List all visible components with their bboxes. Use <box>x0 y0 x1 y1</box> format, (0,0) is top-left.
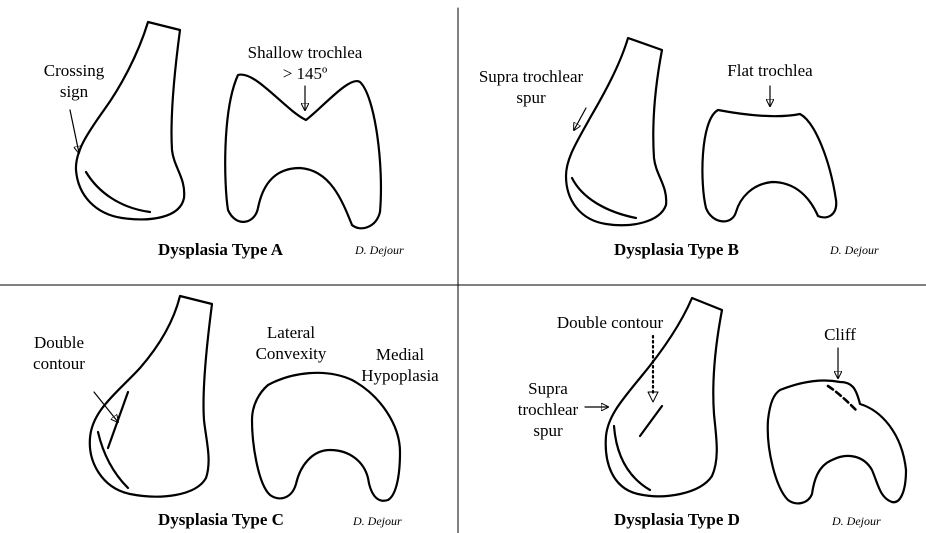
panel-d-condyle-line <box>614 426 650 490</box>
panel-b-trochlea-outline <box>702 110 836 221</box>
panel-d-double-contour <box>640 406 662 436</box>
panel-d-title: Dysplasia Type D <box>614 510 740 530</box>
panel-b-flat-trochlea-label: Flat trochlea <box>710 60 830 81</box>
panel-a-crossing-sign-label: Crossing sign <box>34 60 114 102</box>
panel-a-trochlea-outline <box>225 75 381 229</box>
panel-c-lateral-convexity-label: Lateral Convexity <box>246 322 336 364</box>
panel-d-supra-spur-label: Supra trochlear spur <box>508 378 588 441</box>
panel-c-trochlea-outline <box>252 373 400 501</box>
panel-a-crossing-arrow <box>70 110 79 153</box>
panel-c-condyle-line <box>98 432 128 488</box>
panel-a-shallow-trochlea-label: Shallow trochlea > 145º <box>230 42 380 84</box>
panel-c-lateral-femur <box>90 296 212 497</box>
panel-c-double-contour-arrow <box>94 392 118 422</box>
panel-c-credit: D. Dejour <box>353 514 402 529</box>
panel-a-title: Dysplasia Type A <box>158 240 283 260</box>
panel-d-trochlea-outline <box>768 380 906 503</box>
panel-a-credit: D. Dejour <box>355 243 404 258</box>
panel-d-cliff-label: Cliff <box>810 324 870 345</box>
panel-d-credit: D. Dejour <box>832 514 881 529</box>
panel-c-double-contour-label: Double contour <box>24 332 94 374</box>
panel-c-medial-hypoplasia-label: Medial Hypoplasia <box>355 344 445 386</box>
panel-b-supra-spur-label: Supra trochlear spur <box>466 66 596 108</box>
panel-d-double-contour-label: Double contour <box>540 312 680 333</box>
panel-c-drawings <box>90 296 400 501</box>
panel-a-lateral-femur <box>76 22 184 219</box>
panel-b-credit: D. Dejour <box>830 243 879 258</box>
panel-c-double-contour <box>108 392 128 448</box>
panel-b-title: Dysplasia Type B <box>614 240 739 260</box>
panel-d-cliff-dashed <box>828 386 858 412</box>
panel-c-title: Dysplasia Type C <box>158 510 284 530</box>
